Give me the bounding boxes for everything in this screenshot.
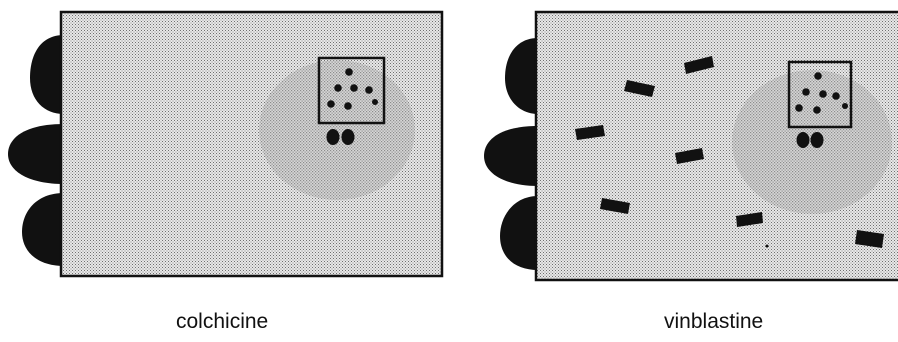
cell-panel-colchicine bbox=[8, 12, 442, 276]
neighbor-cell-top bbox=[505, 38, 538, 114]
neighbor-cell-middle bbox=[8, 124, 64, 184]
small-speck bbox=[766, 245, 769, 248]
neighbor-cell-bottom bbox=[500, 196, 538, 270]
cell-panel-vinblastine bbox=[484, 12, 898, 280]
nucleus bbox=[259, 60, 415, 200]
neighbor-cell-bottom bbox=[22, 193, 64, 266]
caption-colchicine: colchicine bbox=[176, 310, 268, 334]
caption-vinblastine: vinblastine bbox=[664, 310, 763, 334]
neighbor-cell-top bbox=[30, 35, 64, 114]
neighbor-cell-middle bbox=[484, 126, 538, 186]
